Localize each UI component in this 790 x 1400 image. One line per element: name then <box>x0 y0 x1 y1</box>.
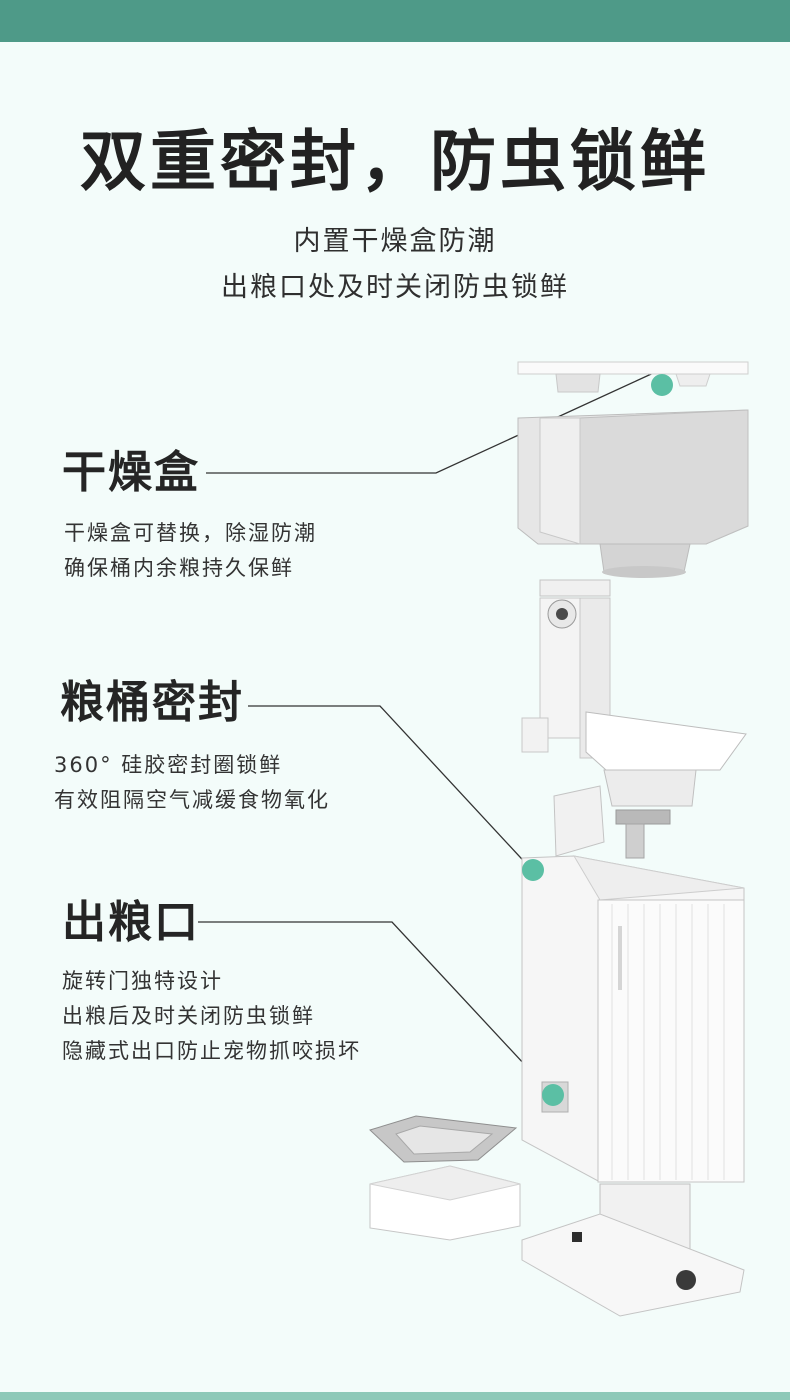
base-part <box>521 1183 745 1317</box>
feature-desc-line: 确保桶内余粮持久保鲜 <box>64 556 294 580</box>
page-title: 双重密封，防虫锁鲜 <box>80 123 710 200</box>
callout-lines <box>198 369 661 1095</box>
callout-dot-desiccant <box>651 374 673 396</box>
inner-mechanism-part <box>521 579 747 859</box>
main-bucket-part <box>521 855 745 1183</box>
feature-title-desiccant-box: 干燥盒 <box>62 447 200 498</box>
subtitle-line-1: 内置干燥盒防潮 <box>293 226 497 257</box>
feature-title-food-outlet: 出粮口 <box>62 897 200 948</box>
feeding-bowl-part <box>369 1115 521 1241</box>
feature-desc-desiccant-box: 干燥盒可替换，除湿防潮 确保桶内余粮持久保鲜 <box>64 516 317 586</box>
desiccant-box-part <box>517 409 749 578</box>
feature-desc-food-outlet: 旋转门独特设计 出粮后及时关闭防虫锁鲜 隐藏式出口防止宠物抓咬损坏 <box>62 964 361 1069</box>
feature-desc-line: 干燥盒可替换，除湿防潮 <box>64 521 317 545</box>
feature-desc-line: 出粮后及时关闭防虫锁鲜 <box>62 1004 315 1028</box>
callout-line-seal <box>248 705 533 871</box>
feature-desc-line: 旋转门独特设计 <box>62 969 223 993</box>
feature-desc-line: 有效阻隔空气减缓食物氧化 <box>54 788 330 812</box>
feature-title-bucket-seal: 粮桶密封 <box>60 677 244 728</box>
subtitle-line-2: 出粮口处及时关闭防虫锁鲜 <box>221 272 569 303</box>
callout-line-desiccant <box>206 369 661 474</box>
callout-dots <box>522 374 673 1106</box>
callout-line-outlet <box>198 921 553 1095</box>
bottom-color-band <box>0 1392 790 1400</box>
feature-desc-line: 360° 硅胶密封圈锁鲜 <box>54 753 283 777</box>
lid-part <box>517 361 749 393</box>
callout-dot-outlet <box>542 1084 564 1106</box>
feature-desc-line: 隐藏式出口防止宠物抓咬损坏 <box>62 1039 361 1063</box>
callout-dot-seal <box>522 859 544 881</box>
top-color-band <box>0 0 790 42</box>
feature-desc-bucket-seal: 360° 硅胶密封圈锁鲜 有效阻隔空气减缓食物氧化 <box>54 748 330 818</box>
